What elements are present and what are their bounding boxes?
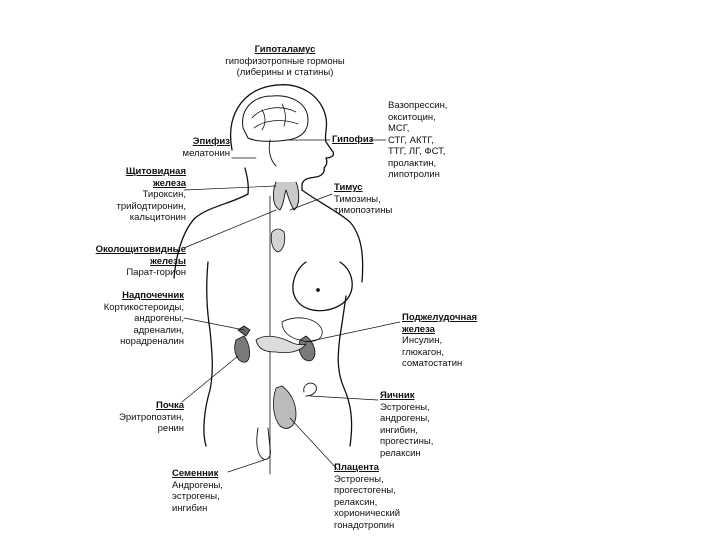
torso-right (337, 335, 353, 447)
pituitary-hormone-3: МСГ, (388, 123, 410, 134)
leader-thyroid (183, 185, 277, 191)
pancreas-line-1: Инсулин, (402, 335, 443, 346)
hypothalamus-title: Гипоталамус (254, 44, 316, 55)
testis-outline (256, 427, 271, 460)
right-inner-arm (339, 295, 347, 337)
parathyroid-line-1: Парат-горион (126, 267, 186, 278)
thymus-title: Тимус (334, 182, 363, 193)
pituitary-hormone-6: пролактин, (388, 157, 437, 169)
placenta-line-2: прогестогены, (334, 485, 396, 496)
pituitary-label: Гипофиз (332, 134, 380, 146)
adrenal-gland (237, 325, 251, 337)
breast-outline (292, 261, 353, 312)
ovary-label: Яичник Эстрогены, андрогены, ингибин, пр… (380, 390, 460, 459)
leader-placenta (289, 417, 339, 471)
adrenal-line-3: адреналин, (133, 324, 184, 336)
ovary (303, 382, 317, 397)
ovary-line-4: прогестины, (380, 436, 434, 447)
epiphysis-title: Эпифиз (192, 136, 230, 147)
pancreas-line-3: соматостатин (402, 358, 463, 369)
leader-ovary (309, 395, 379, 401)
left-inner-arm (206, 261, 211, 331)
adrenal-line-4: норадреналин (120, 336, 184, 347)
hypothalamus-line-1: гипофизотропные гормоны (225, 55, 345, 67)
kidney-title: Почка (156, 400, 184, 411)
left-shoulder (173, 193, 249, 279)
pituitary-title: Гипофиз (332, 134, 374, 145)
adrenal-line-2: андрогены, (134, 313, 184, 324)
pituitary-hormones-list: Вазопрессин, окситоцин, МСГ, СТГ, АКТГ, … (388, 100, 488, 181)
thyroid-line-1: Тироксин, (142, 189, 186, 200)
thyroid-title: Щитовидная железа (125, 166, 186, 189)
testis-line-1: Андрогены, (172, 479, 223, 491)
leader-testis (227, 459, 265, 473)
adrenal-title: Надпочечник (122, 290, 184, 301)
ovary-line-1: Эстрогены, (380, 401, 430, 413)
testis-label: Семенник Андрогены, эстрогены, ингибин (172, 468, 252, 514)
thymus-gland (270, 228, 286, 253)
pituitary-hormone-4: СТГ, АКТГ, (388, 134, 434, 146)
leader-parathyroid (183, 209, 277, 249)
testis-line-3: ингибин (172, 502, 208, 514)
ovary-line-5: релаксин (380, 447, 421, 459)
torso-left (203, 329, 213, 447)
brain-outline (242, 95, 309, 142)
placenta-label: Плацента Эстрогены, прогестогены, релакс… (334, 462, 430, 531)
leader-thymus (289, 193, 333, 211)
adrenal-label: Надпочечник Кортикостероиды, андрогены, … (86, 290, 184, 348)
pancreas-label: Поджелудочная железа Инсулин, глюкагон, … (402, 312, 494, 370)
ovary-line-2: андрогены, (380, 413, 430, 424)
ovary-title: Яичник (380, 390, 415, 401)
neck-back (244, 167, 249, 195)
pancreas-title: Поджелудочная железа (402, 312, 478, 335)
kidney-line-2: ренин (157, 423, 184, 434)
thymus-line-1: Тимозины, (334, 193, 381, 205)
right-shoulder (301, 189, 364, 283)
testis-title: Семенник (172, 468, 219, 479)
placenta-title: Плацента (334, 462, 379, 473)
placenta-line-1: Эстрогены, (334, 473, 384, 485)
pituitary-hormone-7: липотролин (388, 169, 440, 180)
kidney-label: Почка Эритропоэтин, ренин (110, 400, 184, 435)
leader-kidney (181, 355, 239, 403)
kidney-line-1: Эритропоэтин, (119, 411, 184, 423)
kidney-left (234, 335, 250, 363)
adrenal-line-1: Кортикостероиды, (103, 301, 184, 313)
thyroid-label: Щитовидная железа Тироксин, трийодтирони… (96, 166, 186, 224)
placenta-line-3: релаксин, (334, 496, 378, 508)
testis-line-2: эстрогены, (172, 491, 220, 502)
stomach (281, 317, 323, 342)
kidney-right (298, 335, 316, 362)
head-outline (230, 84, 335, 191)
thyroid-gland (272, 181, 300, 211)
ovary-line-3: ингибин, (380, 424, 418, 436)
placenta-line-4: хорионический (334, 508, 401, 519)
leader-pancreas (305, 321, 401, 343)
pancreas (255, 335, 307, 354)
epiphysis-label: Эпифиз мелатонин (150, 136, 230, 159)
hypothalamus-label: Гипоталамус гипофизотропные гормоны (либ… (210, 44, 360, 79)
hypothalamus-line-2: (либерины и статины) (236, 67, 334, 78)
thymus-label: Тимус Тимозины, тимопоэтины (334, 182, 424, 217)
pituitary-hormone-5: ТТГ, ЛГ, ФСТ, (388, 146, 446, 157)
thyroid-line-3: кальцитонин (129, 212, 186, 223)
uterus (272, 385, 297, 429)
epiphysis-line-1: мелатонин (182, 147, 230, 159)
thyroid-line-2: трийодтиронин, (116, 200, 186, 212)
pituitary-hormone-1: Вазопрессин, (388, 100, 448, 111)
thymus-line-2: тимопоэтины (334, 205, 393, 216)
leader-adrenal (183, 317, 245, 331)
placenta-line-5: гонадотропин (334, 519, 395, 531)
parathyroid-title: Околощитовидные железы (95, 244, 186, 267)
pituitary-hormone-2: окситоцин, (388, 111, 436, 123)
pancreas-line-2: глюкагон, (402, 346, 444, 358)
parathyroid-label: Околощитовидные железы Парат-горион (70, 244, 186, 279)
